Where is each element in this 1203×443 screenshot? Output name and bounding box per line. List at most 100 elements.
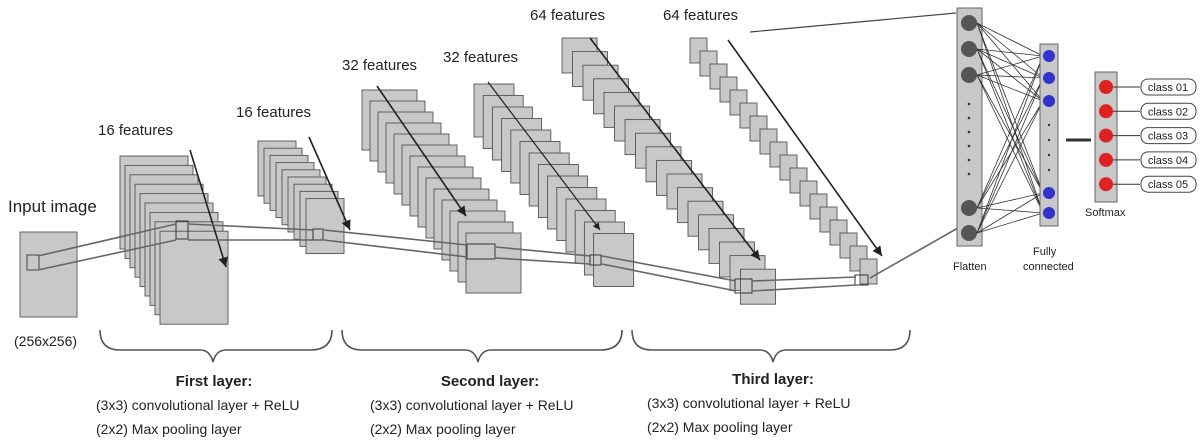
feature-stack-2 — [257, 140, 345, 255]
fc-node-4 — [1043, 187, 1055, 199]
dense-link — [976, 77, 1044, 234]
bracket-first-layer — [99, 329, 333, 363]
class-label-1: class 01 — [1148, 82, 1188, 94]
dense-link — [976, 74, 1044, 194]
kernel-patch — [466, 243, 496, 260]
fc-label-line2: connected — [1023, 261, 1074, 273]
class-label-5: class 05 — [1148, 179, 1188, 191]
dense-link — [976, 22, 1044, 57]
input-size-label: (256x256) — [14, 333, 77, 349]
dense-link — [976, 212, 1044, 234]
dense-link — [976, 22, 1044, 102]
second-layer-line1: (3x3) convolutional layer + ReLU — [370, 397, 574, 413]
fc-column — [1039, 43, 1059, 227]
dense-link — [976, 55, 1044, 234]
stack-6-label: 64 features — [663, 7, 738, 24]
class-pill — [1140, 175, 1197, 193]
flatten-node-2 — [961, 41, 977, 57]
kernel-patch — [312, 228, 324, 241]
depth-arrow-6 — [727, 39, 883, 257]
class-pill — [1140, 151, 1197, 169]
dense-link — [976, 55, 1044, 76]
dense-link — [976, 74, 1044, 79]
input-patch — [26, 254, 40, 271]
input-image-label: Input image — [8, 197, 97, 216]
softmax-node-5 — [1099, 177, 1113, 192]
depth-arrow-1 — [189, 149, 228, 268]
dense-link — [976, 22, 1044, 79]
dense-link — [976, 22, 1044, 214]
stack-1-label: 16 features — [98, 122, 173, 139]
feature-map — [593, 233, 635, 287]
first-layer-title: First layer: — [176, 373, 253, 390]
dense-connections — [976, 22, 1044, 234]
third-layer-line2: (2x2) Max pooling layer — [647, 419, 793, 435]
kernel-patch — [175, 220, 189, 240]
first-layer-line1: (3x3) convolutional layer + ReLU — [96, 397, 300, 413]
dense-link — [976, 55, 1044, 209]
flatten-top-connector — [749, 12, 957, 33]
patch-connectors — [37, 223, 959, 292]
second-layer-title: Second layer: — [441, 373, 539, 390]
softmax-node-1 — [1099, 80, 1113, 94]
class-pill — [1140, 78, 1197, 96]
third-layer-title: Third layer: — [732, 371, 814, 388]
stack-3-label: 32 features — [342, 57, 417, 74]
depth-arrow-3 — [376, 85, 467, 217]
class-pill — [1140, 127, 1197, 145]
flatten-node-3 — [961, 67, 977, 83]
stack-4-label: 32 features — [443, 49, 518, 66]
class-label-2: class 02 — [1148, 106, 1188, 118]
feature-map — [740, 268, 776, 305]
dense-link — [976, 48, 1044, 194]
kernel-patch — [589, 254, 602, 266]
dense-link — [976, 192, 1044, 209]
class-label-3: class 03 — [1148, 131, 1188, 143]
kernel-patch — [734, 278, 753, 294]
flatten-ellipsis — [967, 102, 971, 176]
second-layer-line2: (2x2) Max pooling layer — [370, 421, 516, 437]
depth-arrow-4 — [487, 81, 601, 231]
dense-link — [976, 48, 1044, 57]
flatten-node-1 — [961, 15, 977, 31]
dense-link — [976, 77, 1044, 209]
softmax-node-3 — [1099, 128, 1113, 143]
feature-map — [465, 232, 522, 294]
feature-stack-5 — [561, 37, 776, 305]
bracket-third-layer — [631, 329, 911, 363]
flatten-node-5 — [961, 225, 977, 241]
input-image — [19, 231, 78, 318]
fc-node-5 — [1043, 207, 1055, 219]
third-layer-line1: (3x3) convolutional layer + ReLU — [647, 395, 851, 411]
fc-node-2 — [1043, 72, 1055, 84]
feature-stack-3 — [361, 89, 522, 294]
fc-node-3 — [1043, 95, 1055, 107]
feature-stack-1 — [119, 155, 229, 325]
dense-link — [976, 48, 1044, 102]
dense-link — [976, 207, 1044, 214]
depth-arrow-2 — [308, 136, 351, 231]
fc-ellipsis — [1047, 123, 1051, 172]
feature-map — [159, 230, 229, 325]
dense-link — [976, 22, 1044, 194]
softmax-node-2 — [1099, 104, 1113, 119]
flatten-node-4 — [961, 200, 977, 216]
feature-map-stacks — [119, 37, 878, 325]
fc-label-line1: Fully — [1033, 246, 1057, 258]
dense-link — [976, 48, 1044, 79]
feature-map — [305, 198, 345, 255]
dense-link — [976, 100, 1044, 234]
flatten-label: Flatten — [953, 261, 987, 273]
softmax-node-4 — [1099, 152, 1113, 167]
stack-5-label: 64 features — [530, 7, 605, 24]
first-layer-line2: (2x2) Max pooling layer — [96, 421, 242, 437]
feature-stack-6 — [689, 37, 878, 286]
stack-2-label: 16 features — [236, 104, 311, 121]
kernel-patch — [854, 274, 869, 286]
class-pill — [1140, 102, 1197, 120]
softmax-label: Softmax — [1085, 207, 1126, 219]
dense-link — [976, 192, 1044, 234]
depth-arrow-5 — [589, 37, 761, 261]
dense-link — [976, 74, 1044, 102]
